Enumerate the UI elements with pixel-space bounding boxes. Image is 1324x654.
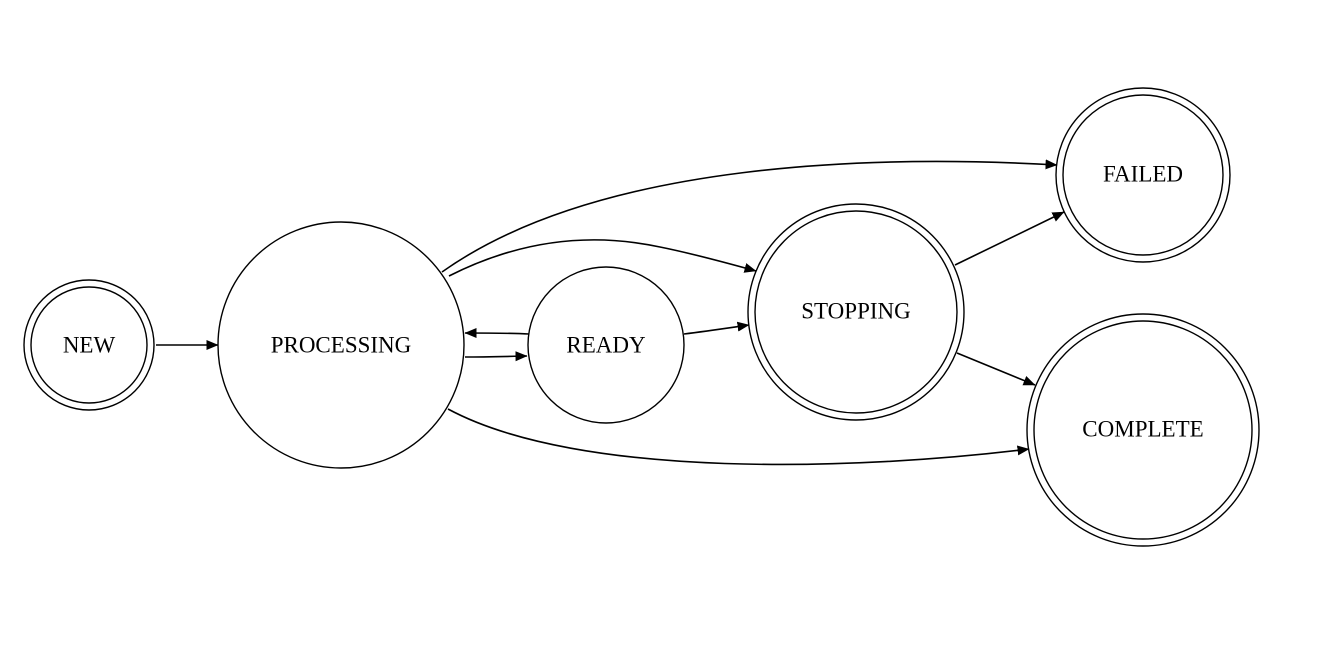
state-label-ready: READY — [566, 333, 646, 358]
state-label-complete: COMPLETE — [1082, 417, 1203, 442]
edge-processing-to-stopping — [448, 239, 757, 277]
edge-processing-to-ready — [464, 351, 528, 362]
state-label-stopping: STOPPING — [801, 299, 911, 324]
state-label-new: NEW — [63, 333, 116, 358]
state-node-stopping: STOPPING — [747, 203, 965, 421]
state-node-failed: FAILED — [1055, 87, 1231, 263]
edge-ready-to-processing — [464, 328, 530, 339]
state-node-complete: COMPLETE — [1026, 313, 1260, 547]
edge-processing-to-failed — [441, 159, 1058, 273]
state-label-failed: FAILED — [1103, 162, 1183, 187]
state-node-ready: READY — [527, 266, 685, 424]
edge-processing-to-complete — [447, 408, 1030, 466]
edges — [156, 159, 1065, 466]
edge-ready-to-stopping — [683, 321, 750, 335]
state-label-processing: PROCESSING — [271, 333, 412, 358]
edge-stopping-to-failed — [954, 211, 1065, 266]
state-node-new: NEW — [23, 279, 155, 411]
state-node-processing: PROCESSING — [217, 221, 465, 469]
edge-stopping-to-complete — [956, 352, 1036, 386]
